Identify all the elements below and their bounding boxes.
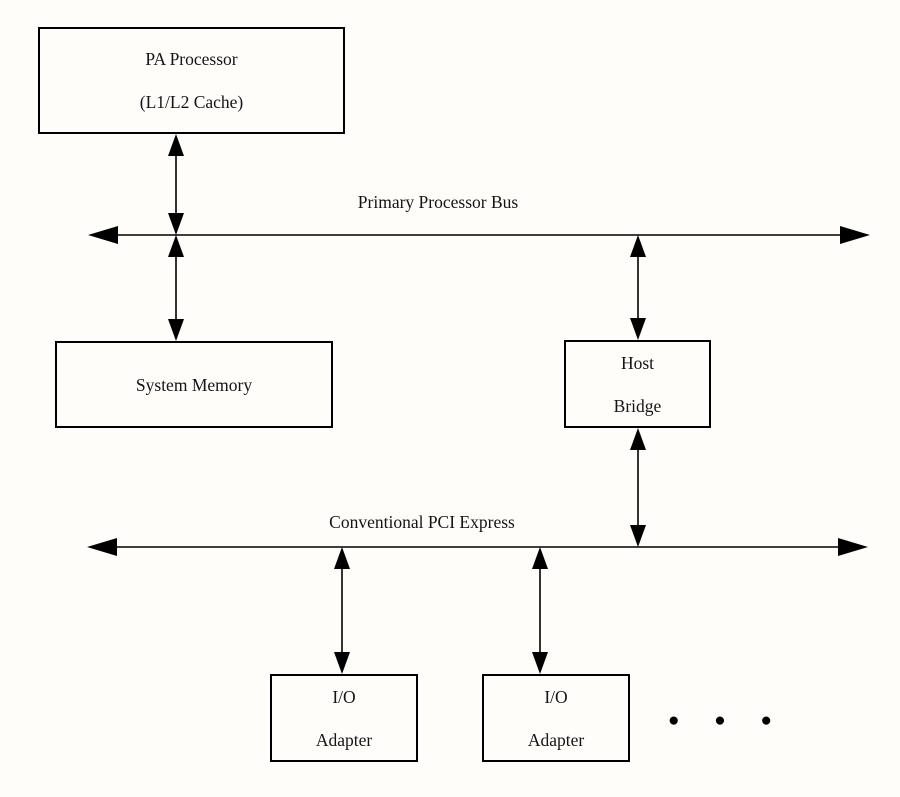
ellipsis-dots: ● ● ● <box>668 710 772 731</box>
pa-processor-label-line2: (L1/L2 Cache) <box>139 92 244 112</box>
pci-bus-to-io-adapter-left-arrow <box>334 547 350 674</box>
pa-to-primary-bus-arrow <box>168 134 184 235</box>
box-host-bridge: Host Bridge <box>564 340 711 428</box>
box-pa-processor: PA Processor (L1/L2 Cache) <box>38 27 345 134</box>
primary-bus-to-system-memory-arrow <box>168 235 184 341</box>
pci-bus-label: Conventional PCI Express <box>329 512 515 532</box>
pci-bus-right-arrowhead <box>838 538 868 556</box>
host-bridge-label-line2: Bridge <box>613 395 662 416</box>
io-adapter-right-label-line2: Adapter <box>527 729 585 750</box>
primary-bus-left-arrowhead <box>88 226 118 244</box>
primary-bus-to-host-bridge-arrow <box>630 235 646 340</box>
io-adapter-right-label-line1: I/O <box>544 686 568 707</box>
pa-processor-label-line1: PA Processor <box>145 49 238 69</box>
box-io-adapter-left: I/O Adapter <box>270 674 418 762</box>
primary-bus-line <box>88 226 870 244</box>
io-adapter-left-label-line2: Adapter <box>315 729 373 750</box>
host-bridge-to-pci-bus-arrow <box>630 428 646 547</box>
pci-bus-line <box>87 538 868 556</box>
primary-bus-label: Primary Processor Bus <box>357 192 519 212</box>
box-system-memory: System Memory <box>55 341 333 428</box>
pci-bus-to-io-adapter-right-arrow <box>532 547 548 674</box>
host-bridge-label-line1: Host <box>620 352 655 373</box>
io-adapter-left-label-line1: I/O <box>332 686 356 707</box>
box-io-adapter-right: I/O Adapter <box>482 674 630 762</box>
primary-bus-right-arrowhead <box>840 226 870 244</box>
system-memory-label: System Memory <box>135 374 253 395</box>
pci-bus-left-arrowhead <box>87 538 117 556</box>
